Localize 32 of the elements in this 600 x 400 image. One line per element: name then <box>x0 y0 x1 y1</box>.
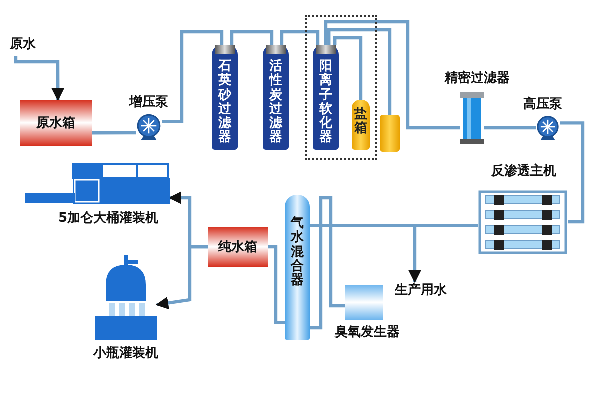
outlet-label: 生产用水 <box>395 282 457 300</box>
water-tank-box: 纯水箱 <box>208 227 268 267</box>
pipe-line <box>334 36 363 100</box>
pipe-line <box>484 126 536 130</box>
filter-column: 活性炭过滤器 <box>263 45 289 150</box>
pipe-line <box>230 30 274 45</box>
equipment-label: 反渗透主机 <box>490 163 558 181</box>
pipe-line <box>324 20 460 130</box>
pipe-line <box>268 245 285 324</box>
pipe-line <box>328 28 392 115</box>
equipment-label: 5加仑大桶灌装机 <box>57 210 160 228</box>
salt-tank: 盐箱 <box>352 100 370 150</box>
water-tank-box: 原水箱 <box>20 100 92 146</box>
filter-column: 石英砂过滤器 <box>212 45 238 150</box>
equipment-label: 小瓶灌装机 <box>92 345 160 363</box>
flow-arrow <box>408 224 478 284</box>
pipe-line <box>560 122 585 224</box>
equipment-label: 增压泵 <box>128 94 170 112</box>
pipe-line <box>162 30 224 124</box>
source-label: 原水 <box>10 36 50 56</box>
flow-arrow <box>14 56 64 102</box>
pipe-line <box>310 196 345 330</box>
pipe-line <box>280 30 320 45</box>
equipment-label: 精密过滤器 <box>444 70 511 88</box>
pipe-line <box>92 131 136 135</box>
equipment-label: 臭氧发生器 <box>334 324 401 342</box>
small-tank <box>380 115 400 152</box>
equipment-label: 高压泵 <box>522 96 564 114</box>
filter-column: 阳离子软化器 <box>313 45 339 150</box>
flow-arrow <box>156 245 208 310</box>
mixer-column: 气水混合器 <box>285 195 310 340</box>
group-frame <box>305 15 377 160</box>
